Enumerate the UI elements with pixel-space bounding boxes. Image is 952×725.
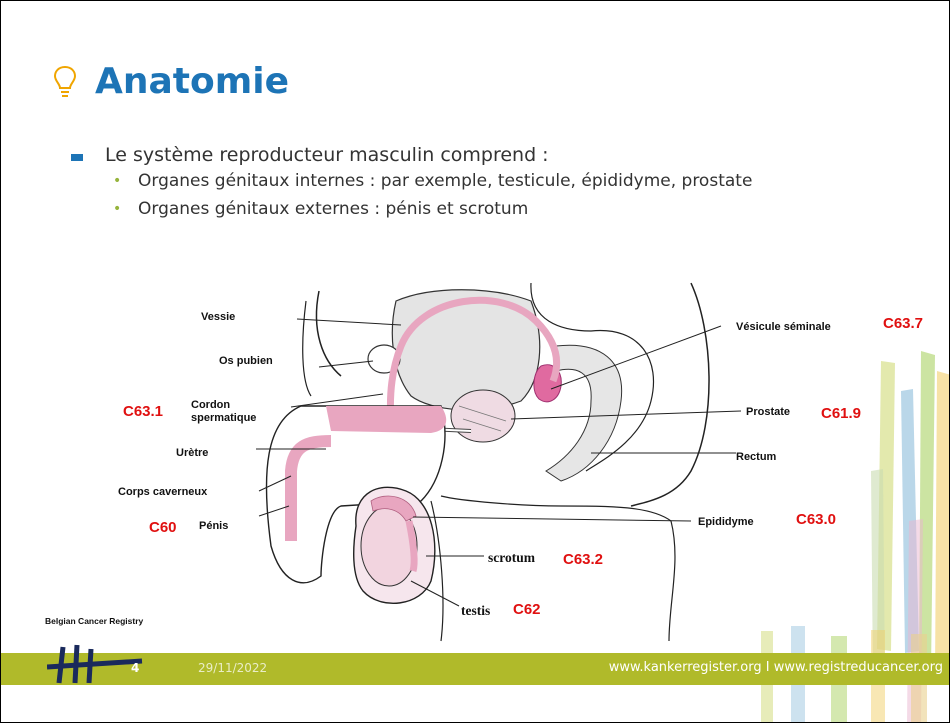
- bullet-main-text: Le système reproducteur masculin compren…: [105, 144, 549, 166]
- footer-date: 29/11/2022: [198, 661, 267, 675]
- label-penis: Pénis: [199, 520, 228, 533]
- bullet-sub: • Organes génitaux internes : par exempl…: [113, 170, 813, 192]
- code-testis: C62: [513, 601, 541, 618]
- footer-urls: www.kankerregister.org I www.registreduc…: [609, 660, 943, 675]
- page-number: 4: [131, 661, 139, 675]
- code-penis: C60: [149, 519, 177, 536]
- code-scrotum: C63.2: [563, 551, 603, 568]
- bullet-dot-icon: •: [113, 170, 138, 192]
- bullet-main: Le système reproducteur masculin compren…: [71, 144, 871, 166]
- label-uretre: Urètre: [176, 447, 208, 460]
- footer-bar: 4 29/11/2022 www.kankerregister.org I ww…: [1, 653, 950, 685]
- logo-text: Belgian Cancer Registry: [45, 616, 143, 626]
- code-prostate: C61.9: [821, 405, 861, 422]
- label-testis: testis: [461, 604, 490, 617]
- page-title: Anatomie: [95, 61, 289, 102]
- code-vesicule-seminale: C63.7: [883, 315, 923, 332]
- code-epididyme: C63.0: [796, 511, 836, 528]
- label-scrotum: scrotum: [488, 551, 535, 564]
- label-vesicule-seminale: Vésicule séminale: [736, 321, 831, 334]
- title-row: Anatomie: [53, 61, 289, 102]
- label-os-pubien: Os pubien: [219, 355, 273, 368]
- logo: Belgian Cancer Registry: [45, 616, 143, 626]
- lightbulb-icon: [53, 65, 77, 99]
- label-epididyme: Epididyme: [698, 516, 754, 529]
- label-cordon-spermatique: Cordon spermatique: [191, 399, 271, 425]
- label-prostate: Prostate: [746, 406, 790, 419]
- label-rectum: Rectum: [736, 451, 776, 464]
- label-corps-caverneux: Corps caverneux: [118, 486, 207, 499]
- bullet-sub: • Organes génitaux externes : pénis et s…: [113, 198, 813, 220]
- label-vessie: Vessie: [201, 311, 235, 324]
- bullet-list: Le système reproducteur masculin compren…: [71, 144, 871, 226]
- bullet-sub-text: Organes génitaux internes : par exemple,…: [138, 170, 752, 192]
- bullet-dot-icon: •: [113, 198, 138, 220]
- code-cordon-spermatique: C63.1: [123, 403, 163, 420]
- bullet-sub-text: Organes génitaux externes : pénis et scr…: [138, 198, 528, 220]
- bullet-square-icon: [71, 154, 83, 161]
